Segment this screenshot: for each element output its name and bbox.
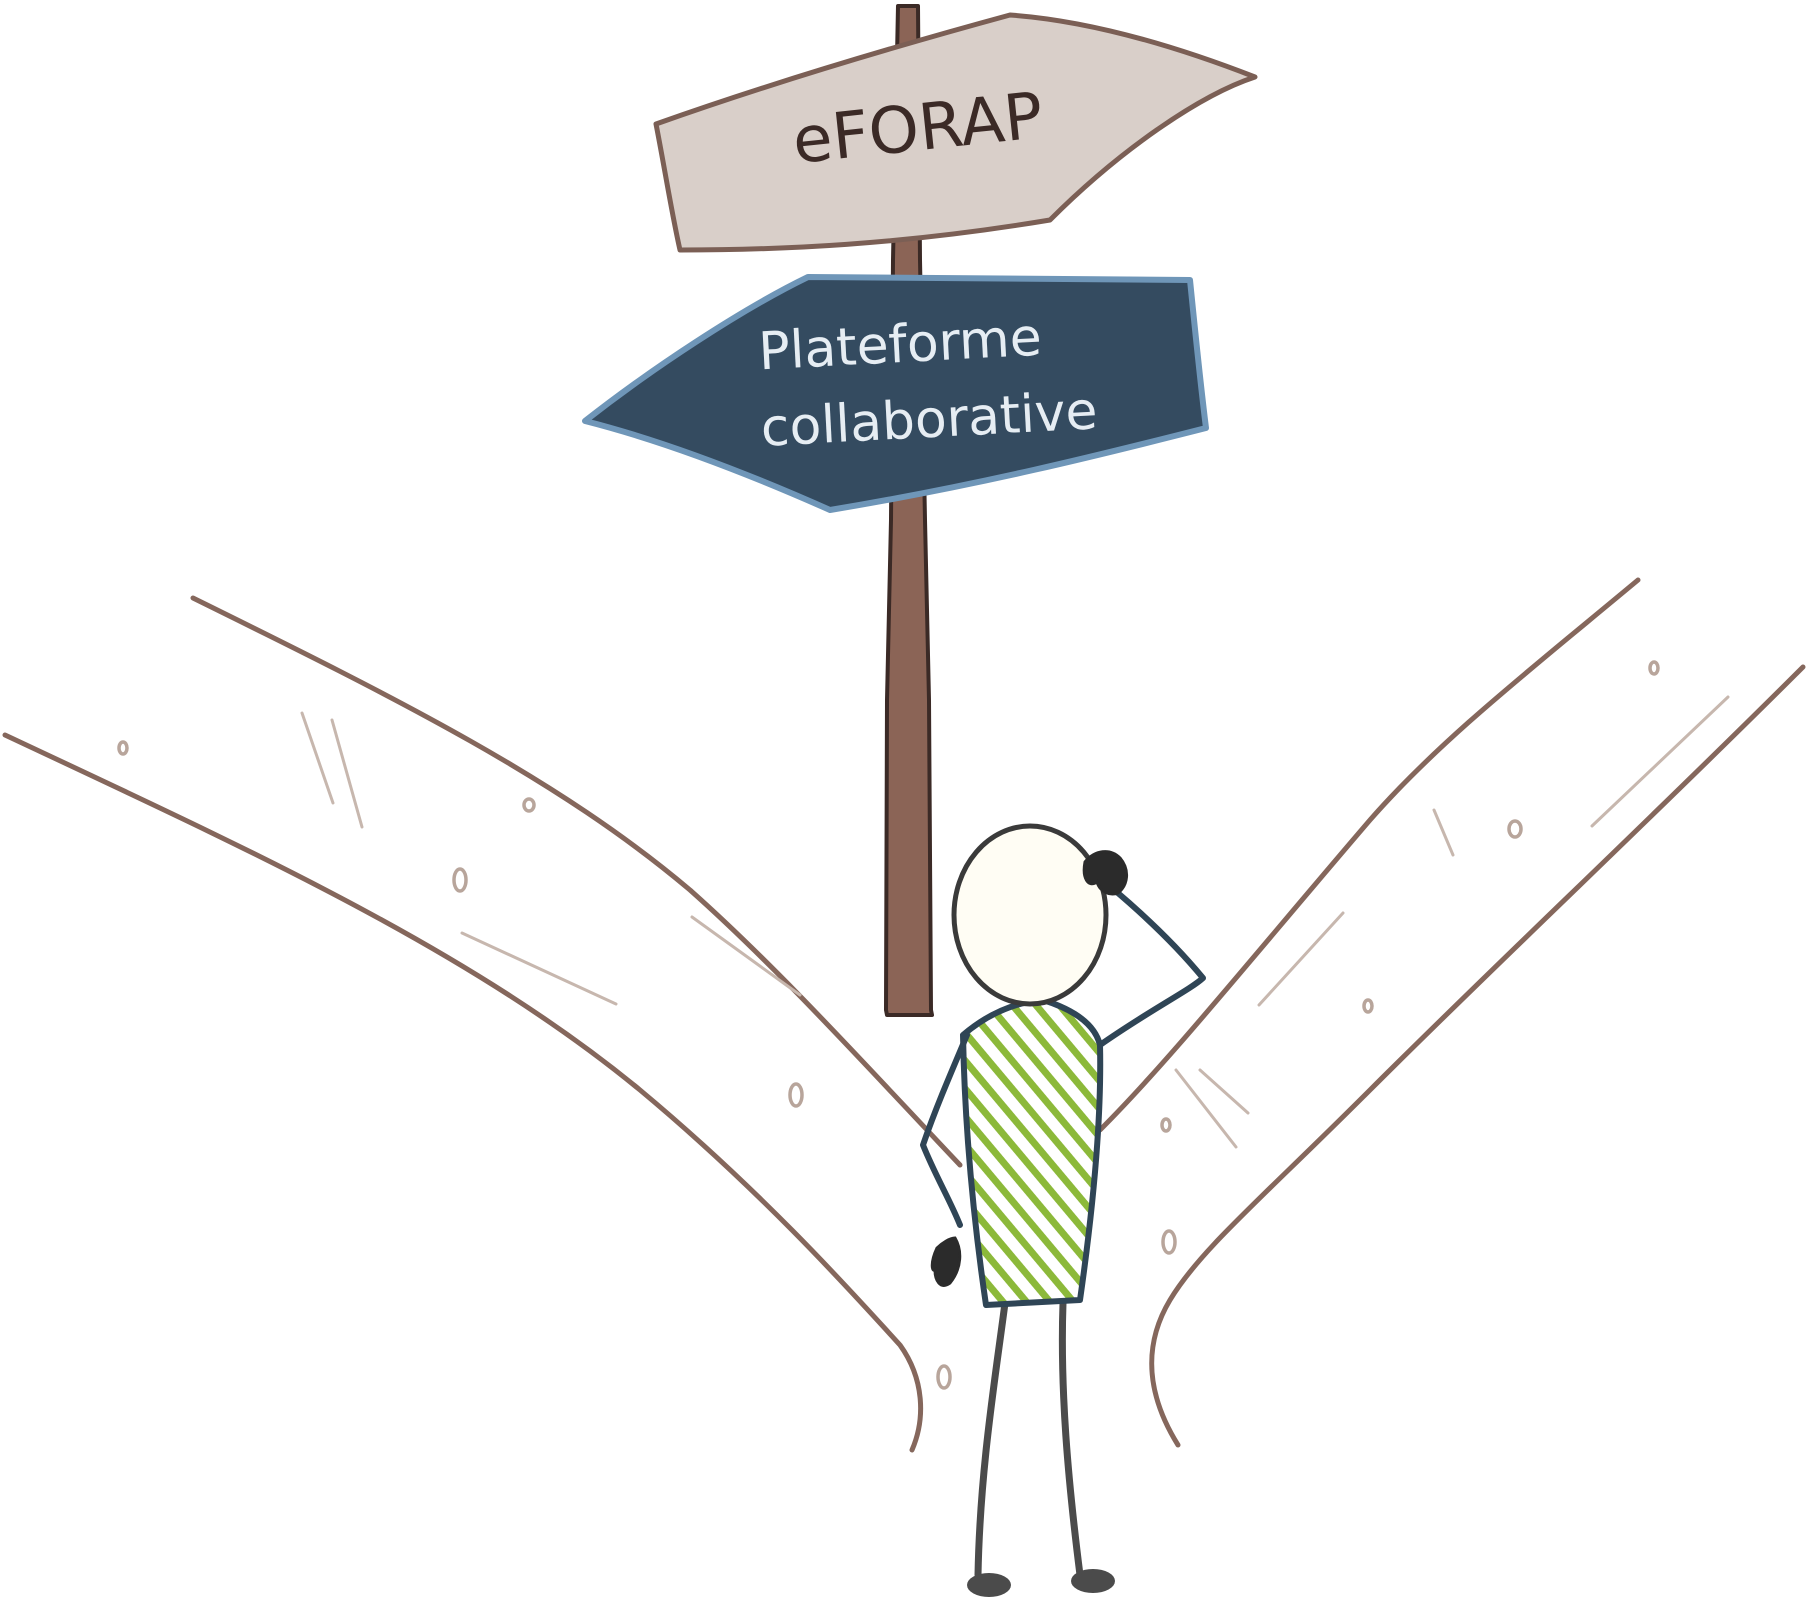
sign-eforap: eFORAP (653, 12, 1258, 253)
sign-plateforme-collaborative: Plateforme collaborative (582, 274, 1209, 513)
figure-right-leg (1058, 1299, 1084, 1579)
figure-head (951, 823, 1109, 1007)
figure-left-leg (974, 1299, 1009, 1579)
signpost (884, 4, 934, 1017)
left-road-outer-edge (2, 732, 924, 1453)
thinking-figure (920, 823, 1206, 1597)
signpost-pole (884, 4, 934, 1017)
figure-right-hand (1082, 850, 1128, 896)
road-texture (117, 660, 1730, 1390)
sign-plateforme-board (582, 274, 1209, 513)
left-road-inner-edge (190, 595, 963, 1168)
road-lines (2, 577, 1806, 1453)
figure-left-arm (920, 1032, 970, 1228)
right-road-outer-edge (1149, 664, 1806, 1448)
sign-plateforme-line1: Plateforme (757, 308, 1043, 383)
figure-body (960, 997, 1104, 1308)
right-road-inner-edge (1097, 577, 1641, 1133)
sign-eforap-board (653, 12, 1258, 253)
figure-left-hand (930, 1236, 962, 1287)
figure-right-arm (1097, 885, 1206, 1048)
figure-left-foot (967, 1573, 1011, 1597)
figure-right-foot (1071, 1569, 1115, 1593)
